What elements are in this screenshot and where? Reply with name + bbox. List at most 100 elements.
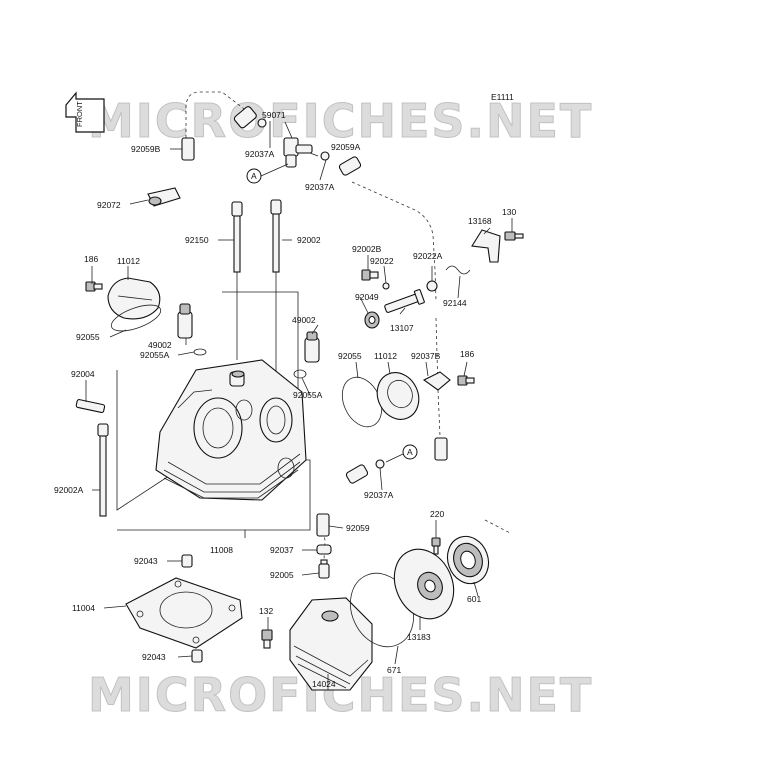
gasket-11004 (125, 577, 243, 649)
bolt-220 (431, 537, 441, 555)
hose-92059B (181, 137, 195, 161)
hose-route-right (351, 181, 437, 301)
bracket-13168 (471, 229, 501, 263)
label-92055A-right: 92055A (293, 390, 323, 400)
hose-right-end (434, 437, 448, 461)
tee-fitting-59071 (283, 137, 313, 168)
dowel-92043-top (181, 554, 193, 568)
clamp-92037A-low (375, 459, 385, 469)
label-130: 130 (502, 207, 516, 217)
label-132: 132 (259, 606, 273, 616)
label-92055-left: 92055 (76, 332, 100, 342)
label-92150: 92150 (185, 235, 209, 245)
stud-92002 (270, 199, 282, 273)
label-92022A: 92022A (413, 251, 443, 261)
label-92002B: 92002B (352, 244, 382, 254)
label-92037: 92037 (270, 545, 294, 555)
label-11012-right: 11012 (374, 351, 397, 361)
label-92072: 92072 (97, 200, 121, 210)
plate-13183 (393, 548, 455, 620)
label-92037B: 92037B (411, 351, 441, 361)
spring-92144 (445, 265, 471, 275)
clamp-92037A-top (257, 118, 267, 128)
label-92037A-top: 92037A (245, 149, 275, 159)
bearing-dash (484, 519, 511, 534)
front-label: FRONT (75, 101, 84, 127)
label-186-left: 186 (84, 254, 98, 264)
leader-lines (85, 121, 513, 690)
hose-92059A (338, 156, 362, 176)
label-14024: 14024 (312, 679, 336, 689)
label-59071: 59071 (262, 110, 286, 120)
clamp-92072 (147, 187, 181, 207)
label-92005: 92005 (270, 570, 294, 580)
label-92037A-mid: 92037A (305, 182, 335, 192)
label-92002A: 92002A (54, 485, 84, 495)
label-92055A-left: 92055A (140, 350, 170, 360)
label-92059: 92059 (346, 523, 370, 533)
bolt-186-right (457, 375, 475, 386)
diagram-code: E1111 (491, 92, 514, 102)
cover-11012-right (376, 372, 420, 420)
label-92002: 92002 (297, 235, 321, 245)
label-92049: 92049 (355, 292, 379, 302)
label-671: 671 (387, 665, 401, 675)
label-92022: 92022 (370, 256, 394, 266)
seal-92049 (364, 311, 380, 329)
label-92043-top: 92043 (134, 556, 158, 566)
dowel-92043-bottom (191, 649, 203, 663)
oring-92055A-right (293, 369, 307, 379)
label-13168: 13168 (468, 216, 492, 226)
label-13107: 13107 (390, 323, 414, 333)
label-11008: 11008 (210, 545, 233, 555)
label-92055-right: 92055 (338, 351, 362, 361)
stud-92150 (231, 201, 243, 273)
label-49002-mid: 49002 (148, 340, 172, 350)
bracket-92037B (422, 371, 451, 391)
label-92059A: 92059A (331, 142, 361, 152)
label-220: 220 (430, 509, 444, 519)
fitting-92005 (318, 559, 330, 579)
head-box-top (222, 291, 299, 390)
valve-49002-mid (177, 303, 193, 339)
washer-92022A (426, 280, 438, 292)
label-186-right: 186 (460, 349, 474, 359)
label-49002-right: 49002 (292, 315, 316, 325)
ref-marker-a-low-label: A (407, 447, 413, 457)
ref-marker-a-low (402, 444, 418, 460)
head-box-bottom (117, 529, 246, 538)
clamp-92037A-mid (320, 151, 330, 161)
cylinder-head-11008 (155, 359, 307, 501)
hose-lower (345, 464, 369, 484)
label-11004: 11004 (72, 603, 95, 613)
watermark-top: MICROFICHES.NET (88, 94, 593, 148)
oring-92055A-left (193, 348, 207, 356)
ref-a-low-leader (385, 453, 404, 463)
bolt-92002B (361, 269, 379, 281)
label-13183: 13183 (407, 632, 431, 642)
bearing-601 (446, 535, 490, 585)
ref-marker-a-top-label: A (251, 171, 257, 181)
label-601: 601 (467, 594, 481, 604)
hose-92059 (316, 513, 330, 537)
head-box-left (116, 370, 179, 511)
clamp-92037 (316, 544, 332, 555)
stud-92002A (97, 423, 109, 517)
label-92037A-low: 92037A (364, 490, 394, 500)
label-11012-left: 11012 (117, 256, 140, 266)
bolt-130 (504, 231, 524, 241)
hose-fitting-top (233, 106, 257, 129)
label-92043-bottom: 92043 (142, 652, 166, 662)
gasket-92055-left (110, 304, 162, 332)
washer-92022 (382, 282, 390, 290)
head-cover-14024 (289, 597, 373, 691)
shaft-13107 (384, 289, 425, 313)
valve-49002-right (304, 331, 320, 363)
bolt-186-left (85, 281, 103, 292)
label-92059B: 92059B (131, 144, 161, 154)
cover-11012-left (107, 277, 161, 320)
label-92144: 92144 (443, 298, 467, 308)
bolt-132 (261, 629, 273, 649)
ref-a-top-leader (260, 163, 289, 177)
